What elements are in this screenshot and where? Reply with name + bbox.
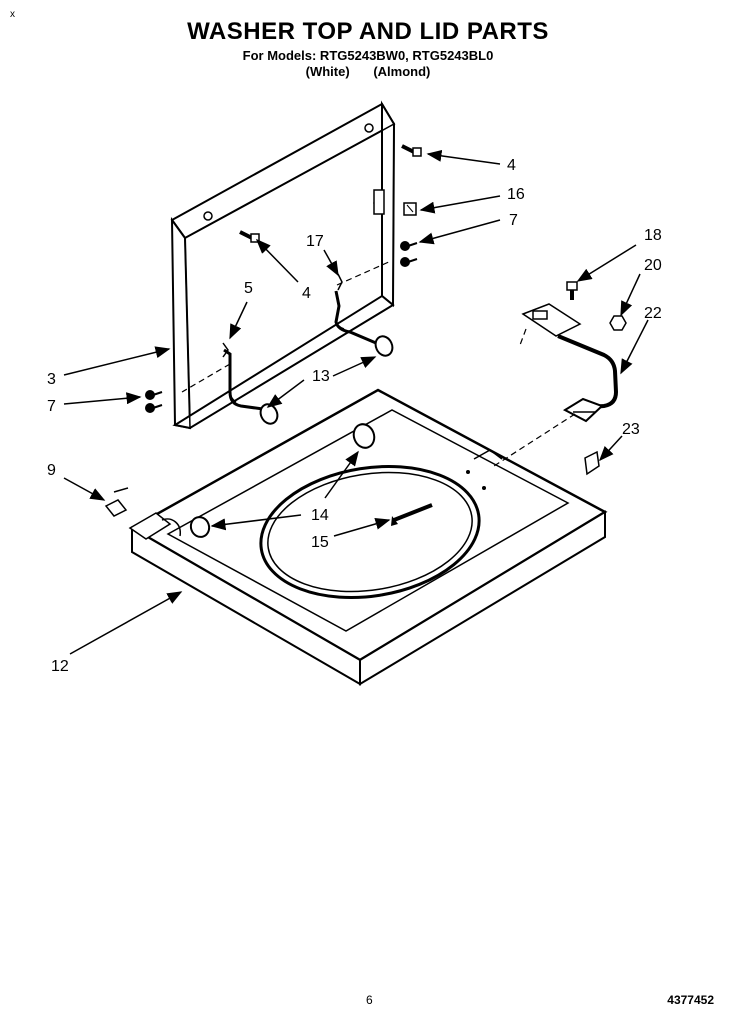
screw-4-upper <box>401 144 422 157</box>
screw-4-lower <box>239 230 260 243</box>
clip-16 <box>403 202 417 216</box>
color-variants: (White) (Almond) <box>0 64 736 79</box>
clip-5 <box>222 342 229 358</box>
callout-3: 3 <box>47 371 56 388</box>
screw-15 <box>391 503 433 526</box>
callout-13: 13 <box>312 368 330 385</box>
callout-labels: 4 16 7 17 4 18 20 5 22 3 13 7 23 9 14 15… <box>47 157 662 675</box>
callout-16: 16 <box>507 186 525 203</box>
screws-7-lower <box>145 390 163 413</box>
callout-18: 18 <box>644 227 662 244</box>
callout-14: 14 <box>311 507 329 524</box>
callout-15: 15 <box>311 534 329 551</box>
color-almond: (Almond) <box>373 64 431 79</box>
hinge-bushings <box>189 335 394 538</box>
lid-hinge-bracket <box>223 290 377 412</box>
screws-7-upper <box>400 241 418 267</box>
color-white: (White) <box>305 64 350 79</box>
callout-4-upper: 4 <box>507 157 516 174</box>
callout-9: 9 <box>47 462 56 479</box>
callout-12: 12 <box>51 658 69 675</box>
fasteners <box>104 144 433 526</box>
clip-17 <box>337 273 343 291</box>
callout-7-lower: 7 <box>47 398 56 415</box>
callout-20: 20 <box>644 257 662 274</box>
callout-7-upper: 7 <box>509 212 518 229</box>
callout-23: 23 <box>622 421 640 438</box>
callout-22: 22 <box>644 305 662 322</box>
diagram-title: WASHER TOP AND LID PARTS <box>187 18 549 45</box>
dashed-guides <box>181 260 576 467</box>
corner-mark: x <box>10 9 15 20</box>
leader-lines <box>63 149 649 655</box>
callout-5: 5 <box>244 280 253 297</box>
callout-4-lower: 4 <box>302 285 311 302</box>
hinge-clip-9 <box>104 487 129 517</box>
model-line: For Models: RTG5243BW0, RTG5243BL0 <box>242 48 494 63</box>
part-code: 4377452 <box>667 993 714 1007</box>
washer-top <box>128 388 608 686</box>
lid-switch-assembly <box>521 281 627 476</box>
page-number: 6 <box>366 993 373 1007</box>
callout-17: 17 <box>306 233 324 250</box>
